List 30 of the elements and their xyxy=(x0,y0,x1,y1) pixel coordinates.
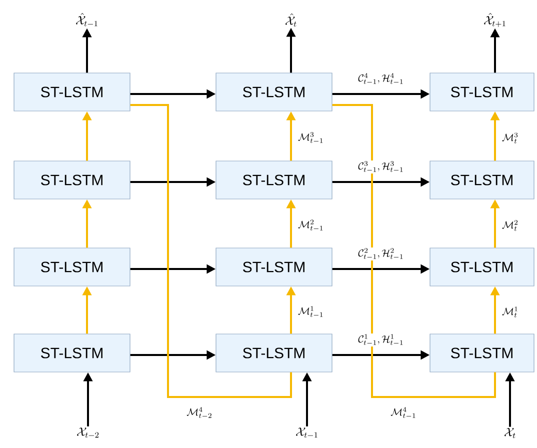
process-box: ST-LSTM xyxy=(216,248,332,286)
process-box: ST-LSTM xyxy=(430,160,534,200)
edge-label: $\mathcal{M}^{2}_{t}$ xyxy=(501,219,520,232)
input-label: $\mathcal{X}_{t-2}$ xyxy=(77,428,99,438)
process-box: ST-LSTM xyxy=(14,334,130,372)
output-label: $\hat{\mathcal{X}}_{t}$ xyxy=(286,13,296,27)
process-box: ST-LSTM xyxy=(14,248,130,286)
edge-label: $\mathcal{M}^{3}_{t}$ xyxy=(501,132,520,144)
edge-label: $\mathcal{C}^{1}_{t-1},\mathcal{H}^{1}_{t-1}$ xyxy=(357,333,405,347)
process-box: ST-LSTM xyxy=(430,72,534,112)
edge-label: $\mathcal{M}^{4}_{t-1}$ xyxy=(390,406,418,420)
edge-label: $\mathcal{C}^{4}_{t-1},\mathcal{H}^{4}_{t-1}$ xyxy=(357,72,405,86)
process-box: ST-LSTM xyxy=(14,160,130,200)
edge-label: $\mathcal{M}^{2}_{t-1}$ xyxy=(297,218,325,232)
output-label: $\hat{\mathcal{X}}_{t-1}$ xyxy=(76,13,98,26)
input-label: $\mathcal{X}_{t-1}$ xyxy=(296,428,318,438)
input-label: $\mathcal{X}_{t}$ xyxy=(504,428,516,438)
edge-label: $\mathcal{M}^{3}_{t-1}$ xyxy=(297,131,325,145)
edge-label: $\mathcal{C}^{2}_{t-1},\mathcal{H}^{2}_{t-1}$ xyxy=(357,247,405,261)
edge-label: $\mathcal{M}^{1}_{t-1}$ xyxy=(297,305,325,319)
output-label: $\hat{\mathcal{X}}_{t+1}$ xyxy=(484,13,506,27)
edge-label: $\mathcal{C}^{3}_{t-1},\mathcal{H}^{3}_{t-1}$ xyxy=(357,160,405,174)
edge-label: $\mathcal{M}^{1}_{t}$ xyxy=(501,306,520,318)
process-box: ST-LSTM xyxy=(430,334,534,372)
process-box: ST-LSTM xyxy=(14,72,130,112)
edge-label: $\mathcal{M}^{4}_{t-2}$ xyxy=(186,406,214,420)
process-box: ST-LSTM xyxy=(430,248,534,286)
process-box: ST-LSTM xyxy=(216,334,332,372)
process-box: ST-LSTM xyxy=(216,160,332,200)
process-box: ST-LSTM xyxy=(216,72,332,112)
